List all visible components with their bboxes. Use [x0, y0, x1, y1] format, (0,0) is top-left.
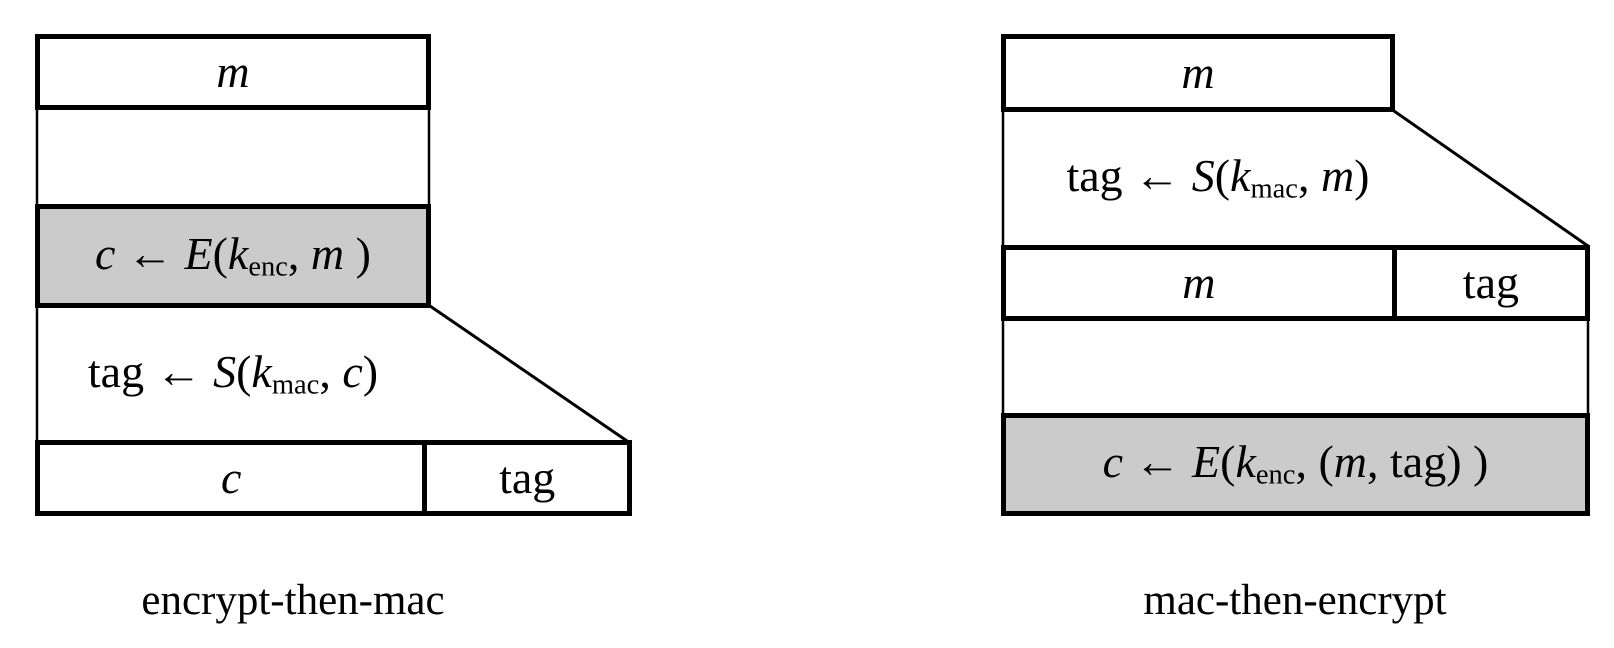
etm-encrypt-formula: c ← E(kenc, m ) [95, 227, 371, 282]
etm-output-ciphertext-cell: c [40, 445, 428, 511]
etm-encrypt-box: c ← E(kenc, m ) [35, 204, 431, 308]
etm-message-box: m [35, 34, 431, 110]
mte-mac-step-region: tag ← S(kmac, m) [1021, 112, 1415, 245]
etm-mac-formula: tag ← S(kmac, c) [87, 345, 379, 400]
etm-output-tag-label: tag [499, 452, 556, 503]
mte-concat-message-cell: m [1006, 250, 1397, 316]
etm-output-tag-cell: tag [427, 445, 627, 511]
mte-encrypt-formula: c ← E(kenc, (m, tag) ) [1102, 436, 1489, 491]
mte-message-box: m [1001, 34, 1395, 112]
mte-mac-formula: tag ← S(kmac, m) [1066, 150, 1370, 205]
etm-message-label: m [216, 46, 250, 97]
mte-concat-message-label: m [1182, 257, 1216, 308]
etm-mac-step-region: tag ← S(kmac, c) [35, 308, 431, 440]
mte-encrypt-box: c ← E(kenc, (m, tag) ) [1001, 413, 1590, 516]
mte-message-label: m [1181, 47, 1215, 98]
mte-concat-row: m tag [1001, 245, 1590, 321]
mte-caption: mac-then-encrypt [1143, 577, 1447, 624]
mte-concat-tag-label: tag [1462, 257, 1519, 308]
mte-concat-tag-cell: tag [1396, 250, 1585, 316]
etm-caption: encrypt-then-mac [141, 577, 445, 624]
etm-output-ciphertext-label: c [220, 452, 242, 503]
mte-diagonal-connector-line [1393, 109, 1589, 248]
etm-output-row: c tag [35, 440, 632, 516]
etm-diagonal-connector-line [429, 304, 631, 445]
